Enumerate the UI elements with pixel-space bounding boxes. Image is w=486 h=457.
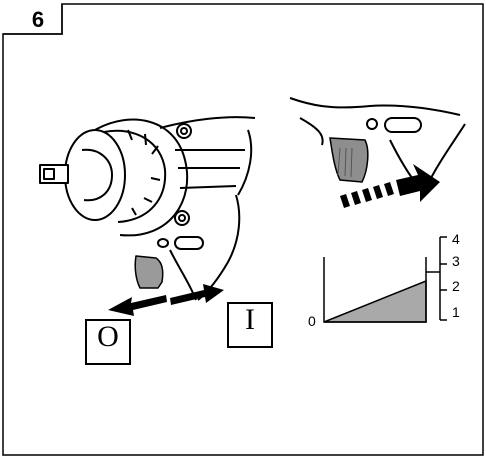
speed-graph [323, 236, 447, 323]
level-label-4: 4 [452, 231, 460, 247]
graph-axes [323, 257, 427, 323]
figure-frame [2, 3, 484, 456]
off-symbol-box [85, 319, 131, 365]
off-symbol: O [97, 320, 119, 353]
graph-ramp [323, 279, 427, 323]
level-label-2: 2 [452, 278, 460, 294]
level-label-3: 3 [452, 253, 460, 269]
trigger-detail-drawing [289, 97, 466, 187]
on-symbol-box [227, 302, 273, 348]
level-scale [426, 236, 447, 321]
figure-number: 6 [31, 7, 45, 32]
on-symbol: I [245, 303, 255, 336]
graph-origin-label: 0 [308, 313, 316, 329]
trigger-press-arrow [340, 164, 440, 208]
level-label-1: 1 [452, 304, 460, 320]
impact-wrench-drawing [39, 116, 256, 301]
direction-arrows [108, 284, 224, 316]
